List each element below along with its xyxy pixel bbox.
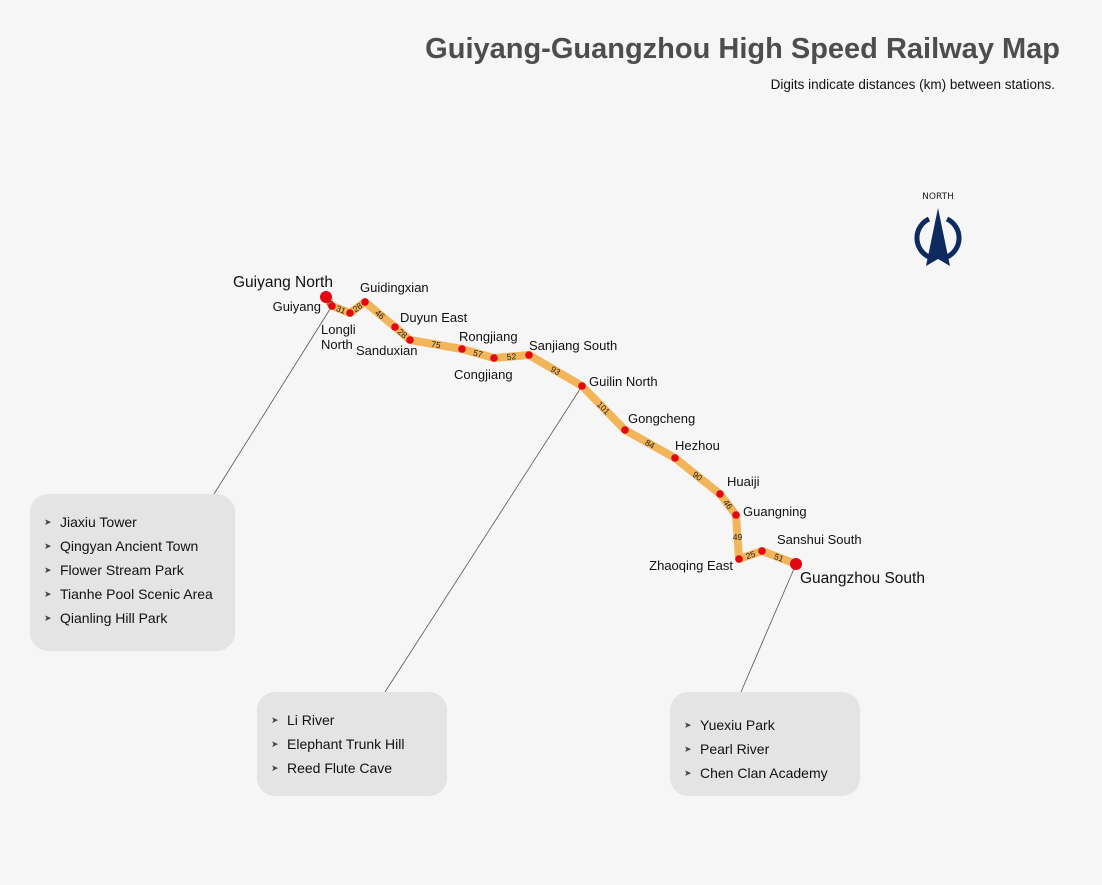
distance-label: 84 — [643, 437, 656, 450]
station-label: Rongjiang — [459, 329, 518, 344]
bullet-arrow-icon: ➤ — [271, 739, 279, 749]
station-marker — [361, 298, 369, 306]
station-marker — [578, 382, 586, 390]
station-label: Sanjiang South — [529, 338, 617, 353]
compass-label: NORTH — [922, 192, 954, 202]
station-marker — [790, 558, 802, 570]
distance-label: 51 — [773, 551, 786, 564]
leader-line-guiyang — [213, 305, 333, 495]
station-marker — [320, 291, 332, 303]
distance-label: 31 — [335, 303, 348, 316]
bullet-arrow-icon: ➤ — [44, 541, 52, 551]
station-label: Hezhou — [675, 438, 720, 453]
station-marker — [671, 454, 679, 462]
station-label: Sanshui South — [777, 532, 862, 547]
map-title: Guiyang-Guangzhou High Speed Railway Map — [425, 33, 1060, 65]
station-marker — [621, 426, 629, 434]
distance-label: 49 — [733, 532, 743, 542]
attractions-box-guangzhou: ➤Yuexiu Park ➤Pearl River ➤Chen Clan Aca… — [670, 692, 860, 796]
north-arrow-icon — [914, 208, 962, 266]
attractions-list-guilin: ➤Li River ➤Elephant Trunk Hill ➤Reed Flu… — [271, 708, 433, 780]
station-marker — [391, 323, 399, 331]
leader-line-guilin — [384, 385, 583, 693]
station-marker — [525, 351, 533, 359]
attraction-item: ➤Chen Clan Academy — [684, 761, 846, 785]
station-marker — [328, 302, 336, 310]
attraction-item: ➤Elephant Trunk Hill — [271, 732, 433, 756]
station-label: Zhaoqing East — [649, 558, 733, 573]
attraction-item: ➤Jiaxiu Tower — [44, 510, 221, 534]
attraction-item: ➤Tianhe Pool Scenic Area — [44, 582, 221, 606]
station-marker — [490, 354, 498, 362]
distance-label: 75 — [430, 339, 441, 351]
distance-label: 25 — [744, 549, 756, 562]
bullet-arrow-icon: ➤ — [271, 715, 279, 725]
attraction-item: ➤Flower Stream Park — [44, 558, 221, 582]
bullet-arrow-icon: ➤ — [271, 763, 279, 773]
attractions-box-guilin: ➤Li River ➤Elephant Trunk Hill ➤Reed Flu… — [257, 692, 447, 796]
attraction-item: ➤Qingyan Ancient Town — [44, 534, 221, 558]
bullet-arrow-icon: ➤ — [44, 565, 52, 575]
bullet-arrow-icon: ➤ — [44, 589, 52, 599]
attraction-item: ➤Yuexiu Park — [684, 713, 846, 737]
bullet-arrow-icon: ➤ — [44, 517, 52, 527]
attraction-item: ➤Pearl River — [684, 737, 846, 761]
attractions-list-guiyang: ➤Jiaxiu Tower ➤Qingyan Ancient Town ➤Flo… — [44, 510, 221, 630]
station-marker — [732, 511, 740, 519]
station-label: Huaiji — [727, 474, 760, 489]
stations — [320, 291, 802, 570]
station-marker — [758, 547, 766, 555]
bullet-arrow-icon: ➤ — [684, 744, 692, 754]
bullet-arrow-icon: ➤ — [684, 768, 692, 778]
station-label: Guiyang — [273, 299, 321, 314]
bullet-arrow-icon: ➤ — [684, 720, 692, 730]
station-marker — [406, 336, 414, 344]
attraction-item: ➤Qianling Hill Park — [44, 606, 221, 630]
bullet-arrow-icon: ➤ — [44, 613, 52, 623]
distance-label: 57 — [472, 347, 484, 359]
station-label: Guilin North — [589, 374, 658, 389]
station-label: Duyun East — [400, 310, 468, 325]
station-label: Sanduxian — [356, 343, 417, 358]
station-label: Congjiang — [454, 367, 513, 382]
distance-label: 52 — [506, 351, 517, 362]
map-subtitle: Digits indicate distances (km) between s… — [770, 77, 1055, 92]
station-label: Guangzhou South — [800, 570, 925, 587]
station-label: Gongcheng — [628, 411, 695, 426]
leader-line-guangzhou — [740, 563, 797, 693]
compass: NORTH — [914, 192, 962, 266]
station-marker — [735, 555, 743, 563]
station-label: Guangning — [743, 504, 807, 519]
attraction-item: ➤Reed Flute Cave — [271, 756, 433, 780]
station-marker — [458, 345, 466, 353]
attractions-list-guangzhou: ➤Yuexiu Park ➤Pearl River ➤Chen Clan Aca… — [684, 713, 846, 785]
attraction-item: ➤Li River — [271, 708, 433, 732]
attractions-box-guiyang: ➤Jiaxiu Tower ➤Qingyan Ancient Town ➤Flo… — [30, 494, 235, 651]
station-label: Guidingxian — [360, 280, 429, 295]
station-label: Guiyang North — [233, 274, 333, 291]
station-marker — [716, 490, 724, 498]
station-marker — [346, 309, 354, 317]
